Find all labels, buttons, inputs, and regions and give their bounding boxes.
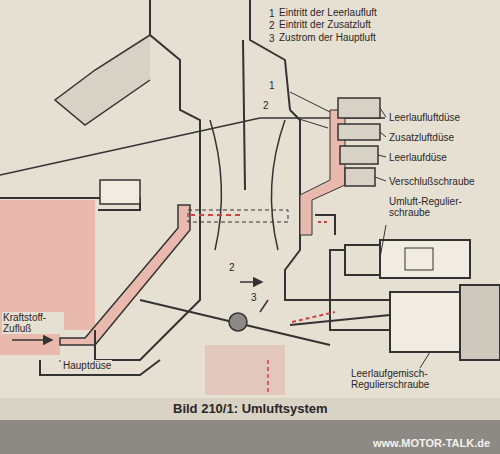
- bottom-band: [0, 420, 500, 454]
- outlet-flow: [267, 360, 269, 392]
- air-inlet-arrow: [290, 92, 330, 128]
- throttle-plate: [140, 300, 330, 345]
- air-arrow: [240, 281, 262, 283]
- part-label: Leerlaufgemisch- Regulierschraube: [350, 368, 472, 390]
- housing-wall-right: [285, 110, 345, 300]
- part-label: Zusatzluftdüse: [388, 132, 455, 143]
- part-label: Eintritt der Zusatzluft: [278, 19, 372, 30]
- air-horn: [150, 0, 290, 110]
- callout-number: 2: [268, 20, 276, 31]
- part-label: Kraftstoff- Zufluß: [2, 312, 64, 334]
- fuel-chamber: [0, 200, 95, 355]
- callout-number: 2: [228, 262, 236, 273]
- mixture-needle: [290, 315, 390, 325]
- idle-jet: [340, 146, 378, 164]
- leader-line: [60, 108, 430, 368]
- part-label: Verschlußschraube: [388, 176, 476, 187]
- part-label: Hauptdüse: [62, 360, 112, 371]
- part-label: Eintritt der Leerlaufluft: [278, 7, 378, 18]
- figure-caption: Bild 210/1: Umluftsystem: [172, 401, 329, 416]
- callout-number: 2: [262, 100, 270, 111]
- fuel-inlet-arrow: [12, 339, 52, 341]
- part-label: Leerlaufluftdüse: [388, 112, 461, 123]
- callout-number: 3: [268, 33, 276, 44]
- main-nozzle: [188, 210, 288, 222]
- caption-band: [0, 398, 500, 420]
- screw-head: [405, 248, 433, 270]
- air-arrow: [260, 300, 268, 312]
- choke-housing: [55, 35, 150, 125]
- mixture-regulating-screw: [390, 292, 460, 352]
- part-label: Leerlaufdüse: [388, 152, 448, 163]
- callout-number: 1: [268, 8, 276, 19]
- callout-number: 1: [268, 80, 276, 91]
- screw-knob: [460, 285, 500, 360]
- bypass-passage: [315, 215, 335, 235]
- mixture-flow: [292, 312, 335, 322]
- housing-base: [40, 360, 160, 375]
- part-label: Umluft-Regulier- schraube: [388, 196, 482, 218]
- main-nozzle-flow: [190, 214, 240, 216]
- float: [100, 180, 140, 204]
- extra-air-jet: [338, 124, 380, 140]
- bypass-flow: [318, 221, 330, 223]
- idle-air-jet: [338, 98, 380, 118]
- throttle-shaft: [229, 313, 247, 331]
- bypass-regulating-screw: [380, 240, 470, 278]
- mixture-outlet: [205, 345, 285, 395]
- choke-shaft: [243, 40, 245, 190]
- cover-line: [0, 118, 260, 175]
- plug-screw: [345, 168, 375, 186]
- watermark: www.MOTOR-TALK.de: [372, 438, 491, 449]
- venturi: [210, 120, 285, 250]
- screw-housing: [345, 245, 380, 275]
- callout-number: 3: [250, 292, 258, 303]
- part-label: Zustrom der Hauptluft: [278, 32, 377, 43]
- main-well: [60, 205, 190, 345]
